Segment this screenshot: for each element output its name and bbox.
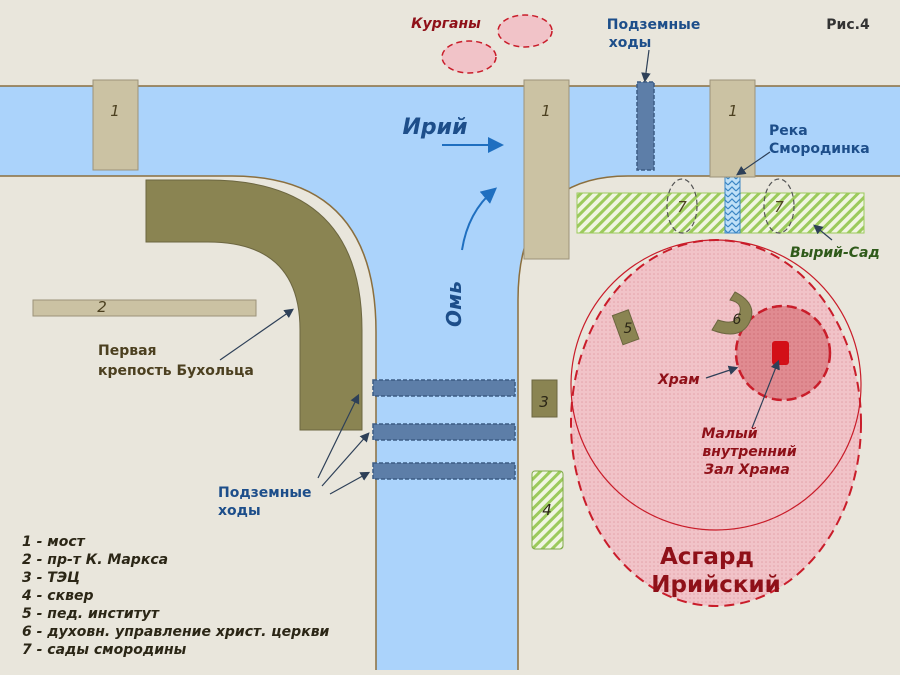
underground-passage xyxy=(372,423,516,441)
legend-item: 1 - мост xyxy=(22,534,86,550)
label-asgard: Асгард Ирийский xyxy=(651,544,780,598)
leader-line-underground-left xyxy=(329,471,371,495)
leader-line-underground-left xyxy=(317,393,360,479)
public-square xyxy=(531,470,564,550)
label-kurgany: Курганы xyxy=(411,16,481,32)
figure-label: Рис.4 xyxy=(826,17,870,33)
underground-passage xyxy=(372,379,516,397)
underground-passage xyxy=(636,81,655,171)
legend-item: 5 - пед. институт xyxy=(22,606,160,622)
legend-item: 4 - сквер xyxy=(21,588,93,604)
underground-passage xyxy=(372,462,516,480)
marker-tec: 3 xyxy=(539,393,549,411)
label-underground-left: Подземные ходы xyxy=(218,485,316,519)
leader-line-hram xyxy=(705,365,739,379)
marker-bridge: 1 xyxy=(541,102,551,120)
first-fortress-buholtz xyxy=(145,179,363,431)
leader-line-small-hall xyxy=(751,359,780,429)
marker-ped-institute: 5 xyxy=(624,321,633,337)
vyriy-sad-garden xyxy=(576,192,865,234)
bridge xyxy=(523,79,570,260)
marker-gardens: 7 xyxy=(774,198,784,216)
label-iriy: Ирий xyxy=(403,115,468,140)
karl-marx-avenue xyxy=(32,299,257,317)
marker-avenue: 2 xyxy=(97,298,107,316)
marker-church-admin: 6 xyxy=(733,312,742,328)
marker-bridge: 1 xyxy=(110,102,120,120)
marker-bridge: 1 xyxy=(728,102,738,120)
leader-line-smorodinka xyxy=(736,151,771,176)
ped-institute xyxy=(611,309,640,346)
river-bank-line xyxy=(0,175,377,670)
label-vyriy-sad: Вырий-Сад xyxy=(790,245,880,261)
legend-item: 6 - духовн. управление христ. церкви xyxy=(22,624,330,640)
leader-line-vyriy-sad xyxy=(813,224,833,241)
label-hram: Храм xyxy=(657,372,700,388)
tec-plant xyxy=(531,379,558,418)
legend-item: 3 - ТЭЦ xyxy=(22,570,80,586)
asgard-zone-inner xyxy=(570,239,862,531)
bridge xyxy=(92,79,139,171)
currant-garden-7 xyxy=(763,178,795,234)
small-inner-hall xyxy=(772,341,789,365)
bridge xyxy=(709,79,756,178)
leader-line-underground-top xyxy=(641,49,651,83)
label-river-smorodinka: Река Смородинка xyxy=(769,123,870,157)
legend-item: 2 - пр-т К. Маркса xyxy=(22,552,168,568)
kurgan-mound xyxy=(497,14,553,48)
currant-garden-7 xyxy=(666,178,698,234)
legend-item: 7 - сады смородины xyxy=(22,642,187,658)
flow-arrow-om xyxy=(461,187,498,251)
label-om: Омь xyxy=(442,281,466,327)
church-administration xyxy=(711,291,753,335)
leader-line-fortress xyxy=(219,308,294,361)
label-underground-top: Подземные ходы xyxy=(607,17,705,51)
marker-gardens: 7 xyxy=(677,198,687,216)
marker-square: 4 xyxy=(542,501,552,519)
label-fortress: Первая крепость Бухольца xyxy=(98,343,254,379)
leader-line-underground-left xyxy=(321,432,370,487)
label-small-hall: Малый внутренний Зал Храма xyxy=(702,426,802,478)
map-legend: 1 - мост 2 - пр-т К. Маркса 3 - ТЭЦ 4 - … xyxy=(21,534,330,658)
kurgan-mound xyxy=(441,40,497,74)
river-iriy-om xyxy=(0,86,900,670)
